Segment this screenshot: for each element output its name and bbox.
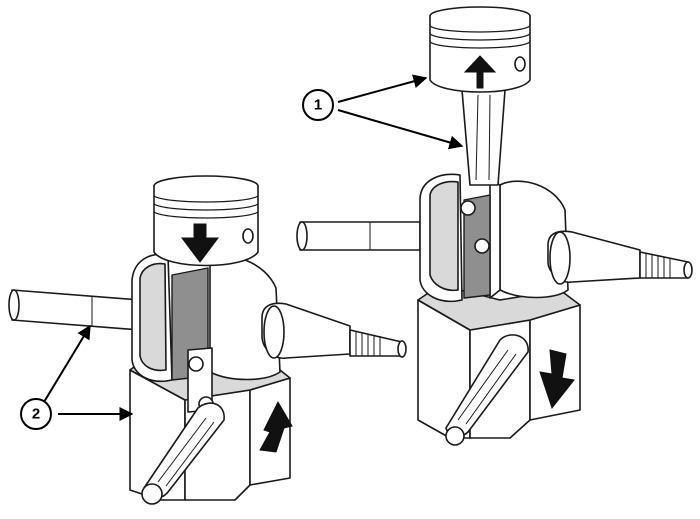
right-rotation-arrow-down xyxy=(539,349,575,410)
callout-1: 1 xyxy=(302,74,464,150)
right-assembly xyxy=(296,6,693,446)
callout-2-label: 2 xyxy=(32,406,40,423)
right-crank-shaft-right xyxy=(547,230,693,285)
left-crank-webs xyxy=(131,253,281,382)
right-piston xyxy=(429,6,531,93)
left-rotation-arrow-up xyxy=(259,400,293,453)
left-assembly xyxy=(8,175,407,505)
right-crank-webs xyxy=(419,173,569,302)
callout-2: 2 xyxy=(20,324,134,430)
callout-1-label: 1 xyxy=(314,97,322,114)
left-crank-shaft-right xyxy=(261,302,407,359)
right-lower-rod xyxy=(445,334,529,446)
left-connecting-rod xyxy=(141,347,225,505)
right-crank-shaft-left xyxy=(296,221,421,251)
left-piston xyxy=(153,175,259,267)
left-crank-shaft-left xyxy=(8,289,141,331)
